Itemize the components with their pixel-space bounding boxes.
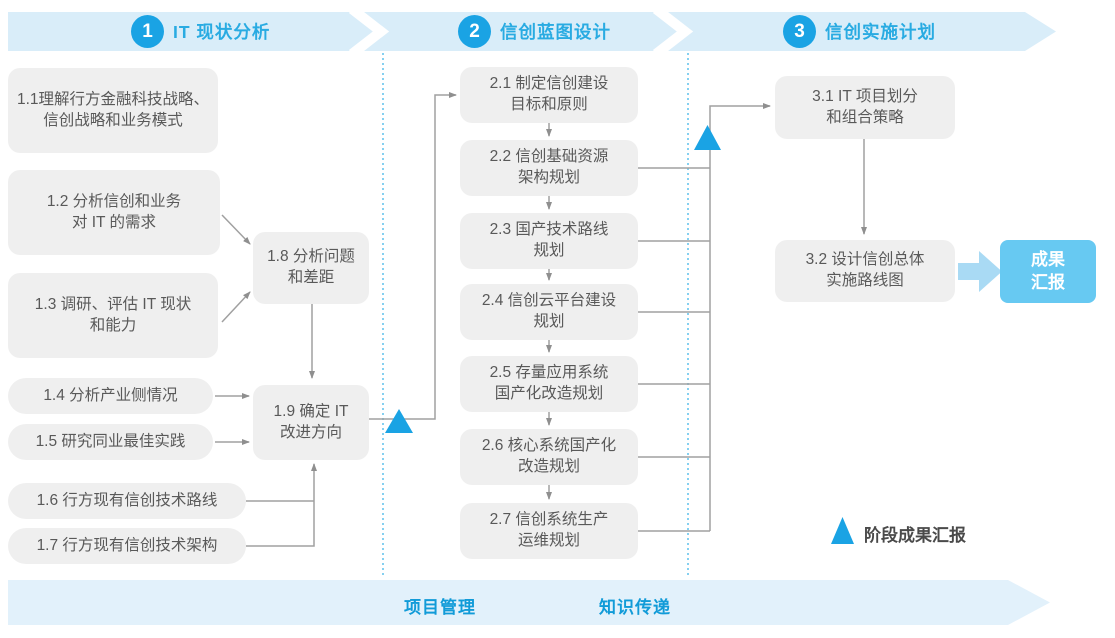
node-1-6: 1.6 行方现有信创技术路线 (8, 483, 246, 519)
footer-item-knowledge-transfer: 知识传递 (599, 598, 671, 617)
node-1-2: 1.2 分析信创和业务 对 IT 的需求 (8, 170, 220, 255)
node-2-6: 2.6 核心系统国产化 改造规划 (460, 429, 638, 485)
phase-1-number-badge: 1 (131, 15, 164, 48)
node-3-2: 3.2 设计信创总体 实施路线图 (775, 240, 955, 302)
phase-3-number-badge: 3 (783, 15, 816, 48)
chevron-separator-icon (652, 5, 694, 58)
milestone-triangle-icon (385, 409, 413, 433)
phase-2-number-badge: 2 (458, 15, 491, 48)
node-1-1: 1.1理解行方金融科技战略、 信创战略和业务模式 (8, 68, 218, 153)
phase-1-title: IT 现状分析 (173, 22, 271, 42)
node-1-9: 1.9 确定 IT 改进方向 (253, 385, 369, 460)
result-report-box: 成果 汇报 (1000, 240, 1096, 303)
legend-label: 阶段成果汇报 (864, 526, 966, 545)
milestone-triangle-icon (694, 125, 721, 150)
node-3-1: 3.1 IT 项目划分 和组合策略 (775, 76, 955, 139)
phase-3-title: 信创实施计划 (825, 22, 936, 42)
node-2-7: 2.7 信创系统生产 运维规划 (460, 503, 638, 559)
node-2-4: 2.4 信创云平台建设 规划 (460, 284, 638, 340)
bottom-banner-band (8, 580, 1050, 625)
chevron-separator-icon (348, 5, 390, 58)
phase-2-title: 信创蓝图设计 (500, 22, 611, 42)
legend-triangle-icon (831, 517, 854, 544)
node-1-4: 1.4 分析产业侧情况 (8, 378, 213, 414)
node-1-5: 1.5 研究同业最佳实践 (8, 424, 213, 460)
node-1-7: 1.7 行方现有信创技术架构 (8, 528, 246, 564)
node-2-5: 2.5 存量应用系统 国产化改造规划 (460, 356, 638, 412)
phase-2-header: 2 信创蓝图设计 (458, 15, 611, 48)
node-2-2: 2.2 信创基础资源 架构规划 (460, 140, 638, 196)
node-1-3: 1.3 调研、评估 IT 现状 和能力 (8, 273, 218, 358)
phase-1-header: 1 IT 现状分析 (131, 15, 270, 48)
fat-arrow-icon (958, 251, 1002, 292)
node-2-3: 2.3 国产技术路线 规划 (460, 213, 638, 269)
node-2-1: 2.1 制定信创建设 目标和原则 (460, 67, 638, 123)
footer-item-project-management: 项目管理 (404, 598, 476, 617)
phase-3-header: 3 信创实施计划 (783, 15, 936, 48)
node-1-8: 1.8 分析问题 和差距 (253, 232, 369, 304)
